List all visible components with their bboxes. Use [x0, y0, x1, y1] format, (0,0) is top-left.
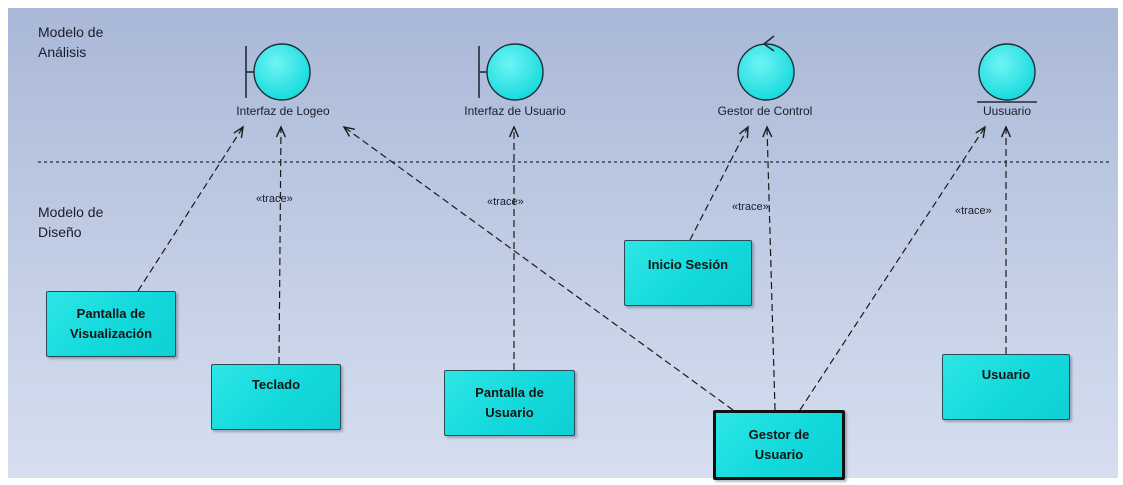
design-region-label: Modelo de Diseño: [38, 202, 103, 242]
analysis-region-label: Modelo de Análisis: [38, 22, 103, 62]
class-gestor-usuario[interactable]: Gestor de Usuario: [713, 410, 845, 480]
class-inicio-sesion-label: Inicio Sesión: [647, 257, 729, 272]
class-pantalla-visualizacion[interactable]: Pantalla de Visualización: [46, 291, 176, 357]
trace-stereotype-label: «trace»: [955, 205, 992, 217]
class-pantalla-usuario-label: Pantalla de Usuario: [475, 385, 544, 420]
class-pantalla-usuario[interactable]: Pantalla de Usuario: [444, 370, 575, 436]
class-teclado[interactable]: Teclado: [211, 364, 341, 430]
trace-stereotype-label: «trace»: [256, 193, 293, 205]
class-gestor-usuario-label: Gestor de Usuario: [748, 427, 810, 462]
class-usuario[interactable]: Usuario: [942, 354, 1070, 420]
analysis-label-line2: Análisis: [38, 44, 87, 60]
design-label-line1: Modelo de: [38, 204, 104, 220]
trace-stereotype-label: «trace»: [487, 196, 524, 208]
design-label-line2: Diseño: [38, 224, 82, 240]
interfaz-logeo-label: Interfaz de Logeo: [236, 104, 330, 118]
class-pantalla-visualizacion-label: Pantalla de Visualización: [69, 306, 153, 341]
uusuario-label: Uusuario: [982, 104, 1032, 118]
class-inicio-sesion[interactable]: Inicio Sesión: [624, 240, 752, 306]
class-teclado-label: Teclado: [251, 377, 301, 392]
class-usuario-label: Usuario: [981, 367, 1031, 382]
analysis-label-line1: Modelo de: [38, 24, 104, 40]
gestor-control-label: Gestor de Control: [717, 104, 813, 118]
trace-stereotype-label: «trace»: [732, 201, 769, 213]
interfaz-usuario-label: Interfaz de Usuario: [464, 104, 566, 118]
